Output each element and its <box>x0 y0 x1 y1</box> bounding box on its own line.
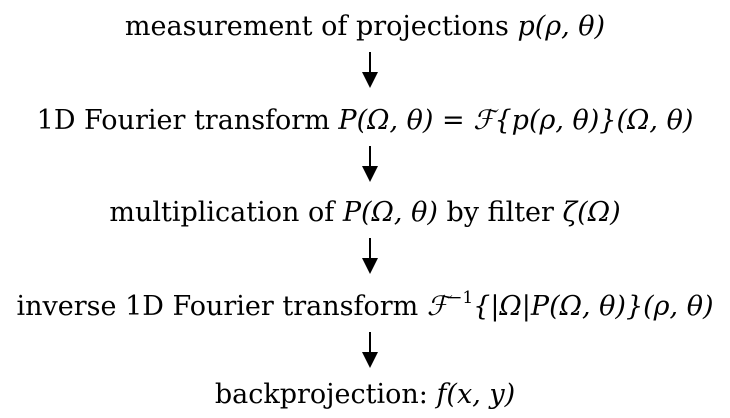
down-arrow-icon <box>358 236 382 276</box>
step-fourier-text: 1D Fourier transform <box>36 105 339 136</box>
step-measurement-text: measurement of projections <box>124 11 518 42</box>
down-arrow-icon <box>358 330 382 370</box>
step-fourier-transform: 1D Fourier transform P(Ω, θ) = ℱ{p(ρ, θ)… <box>0 104 730 138</box>
step-fourier-operator: ℱ <box>473 105 495 136</box>
step-inverse-text: inverse 1D Fourier transform <box>16 291 427 322</box>
step-inverse-argument: {|Ω|P(Ω, θ)}(ρ, θ) <box>473 291 714 322</box>
step-inverse-fourier: inverse 1D Fourier transform ℱ−1{|Ω|P(Ω,… <box>0 290 730 324</box>
down-arrow-icon <box>358 50 382 90</box>
step-backprojection: backprojection: f(x, y) <box>0 378 730 412</box>
step-fourier-argument: {p(ρ, θ)}(Ω, θ) <box>494 105 694 136</box>
step-measurement: measurement of projections p(ρ, θ) <box>0 10 730 44</box>
step-backprojection-text: backprojection: <box>214 379 437 410</box>
step-inverse-superscript: −1 <box>448 288 474 308</box>
step-fourier-equals: = <box>433 105 474 136</box>
step-inverse-operator: ℱ <box>426 291 449 322</box>
step-filter-text2: by filter <box>437 197 563 228</box>
step-filter-math: P(Ω, θ) <box>342 197 438 228</box>
step-measurement-math: p(ρ, θ) <box>517 11 606 42</box>
step-backprojection-math: f(x, y) <box>436 379 516 410</box>
step-filter-math2: ζ(Ω) <box>562 197 621 228</box>
step-filter-text: multiplication of <box>109 197 343 228</box>
down-arrow-icon <box>358 144 382 184</box>
step-filter-multiplication: multiplication of P(Ω, θ) by filter ζ(Ω) <box>0 196 730 230</box>
step-fourier-lhs: P(Ω, θ) <box>338 105 434 136</box>
